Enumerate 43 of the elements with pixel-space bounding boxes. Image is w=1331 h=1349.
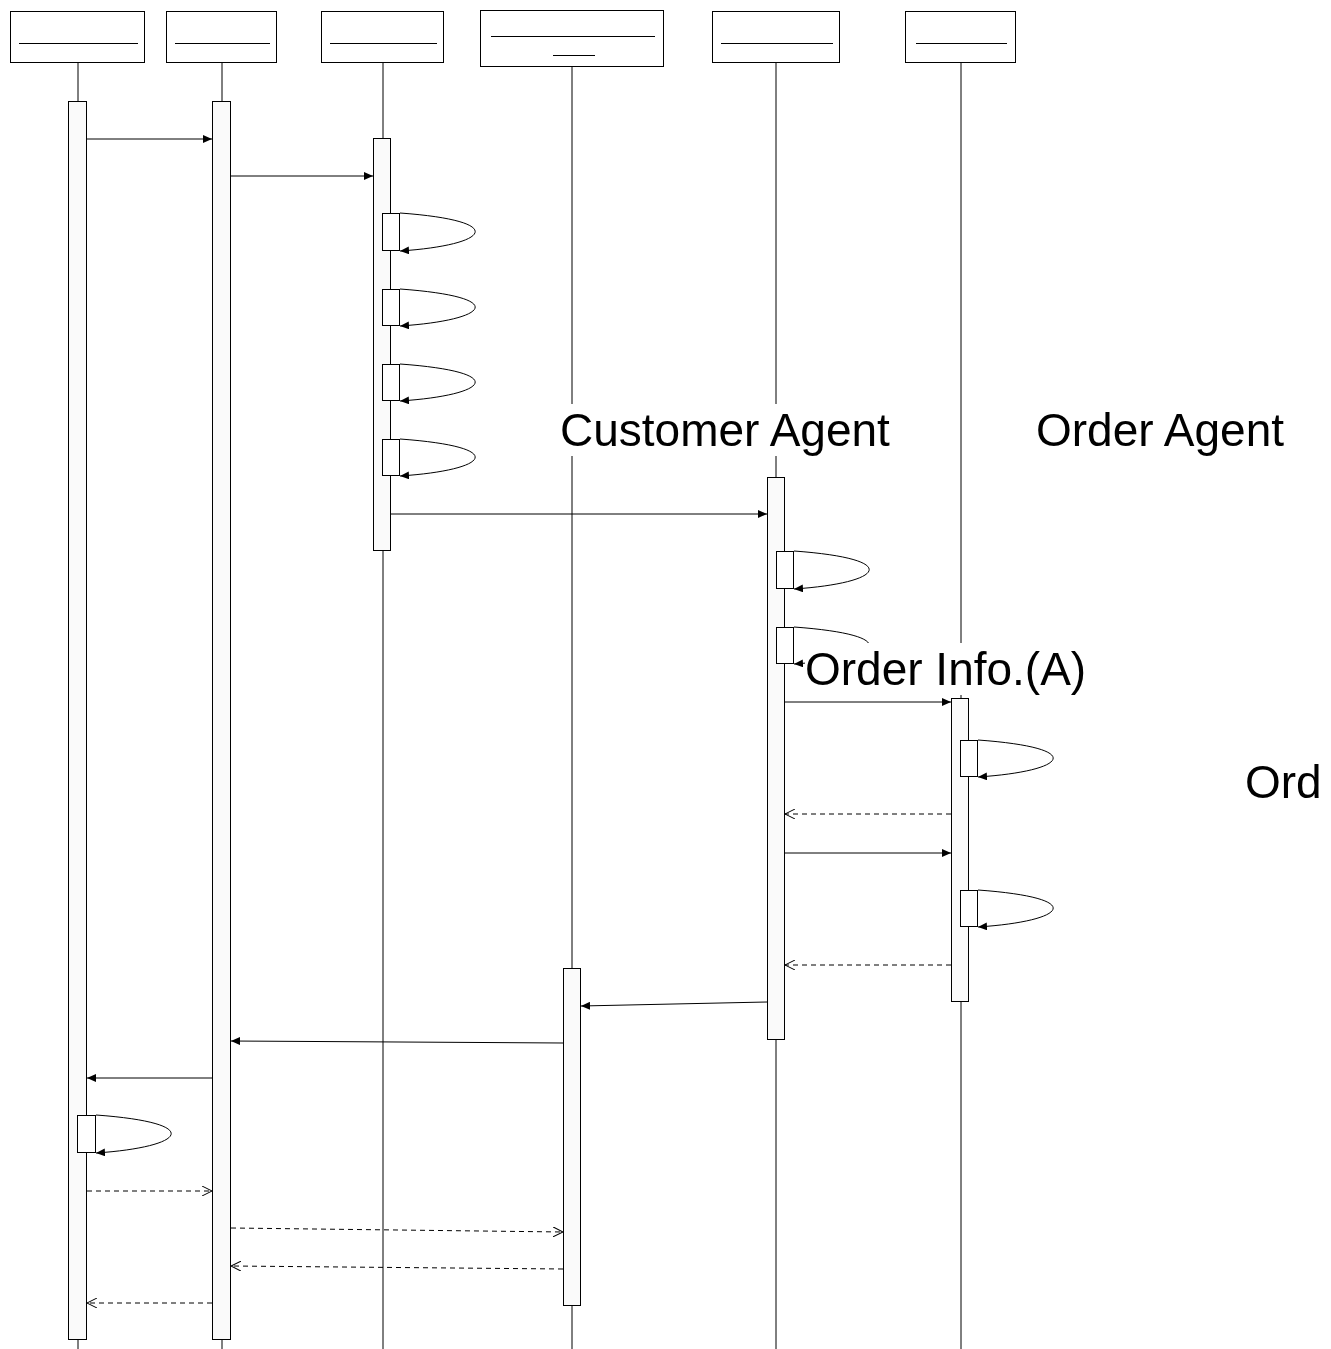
- return-message-arrow: [784, 959, 952, 971]
- message-arrow: [784, 849, 952, 857]
- self-call-box: [382, 364, 400, 401]
- lifeline-header-box: [10, 11, 145, 63]
- self-message-arrow: [95, 1114, 172, 1157]
- self-message-arrow: [977, 889, 1054, 931]
- self-message-arrow: [399, 288, 476, 330]
- return-message-arrow: [86, 1185, 213, 1197]
- return-message-arrow: [230, 1260, 564, 1272]
- self-call-box: [960, 890, 978, 927]
- lifeline-header-box: [712, 11, 840, 63]
- self-call-box: [382, 289, 400, 326]
- message-arrow: [784, 698, 952, 706]
- activation-bar: [212, 101, 231, 1340]
- self-message-arrow: [399, 363, 476, 405]
- return-message-arrow: [86, 1297, 213, 1309]
- message-arrow: [390, 510, 768, 518]
- return-message-arrow: [784, 808, 952, 820]
- message-arrow: [86, 1074, 213, 1082]
- self-call-box: [776, 627, 794, 664]
- message-arrow: [86, 135, 213, 143]
- activation-bar: [68, 101, 87, 1340]
- self-call-box: [382, 213, 400, 251]
- activation-bar: [563, 968, 581, 1306]
- self-call-box: [77, 1115, 96, 1153]
- activation-bar: [767, 477, 785, 1040]
- lifeline-label: Customer Agent: [560, 404, 890, 456]
- message-arrow: [580, 1001, 768, 1010]
- lifeline-header-box: [166, 11, 277, 63]
- return-message-arrow: [230, 1226, 564, 1238]
- lifeline-label: Order Info.(A): [805, 643, 1087, 695]
- self-message-arrow: [399, 212, 476, 255]
- self-call-box: [776, 551, 794, 589]
- lifeline-header-box: [321, 11, 444, 63]
- message-arrow: [230, 1037, 564, 1046]
- self-message-arrow: [977, 739, 1054, 781]
- self-call-box: [960, 740, 978, 777]
- self-message-arrow: [793, 550, 870, 593]
- self-message-arrow: [399, 438, 476, 480]
- self-call-box: [382, 439, 400, 476]
- message-arrow: [230, 172, 374, 180]
- lifeline-header-box: [905, 11, 1016, 63]
- lifeline-header-box: [480, 10, 664, 67]
